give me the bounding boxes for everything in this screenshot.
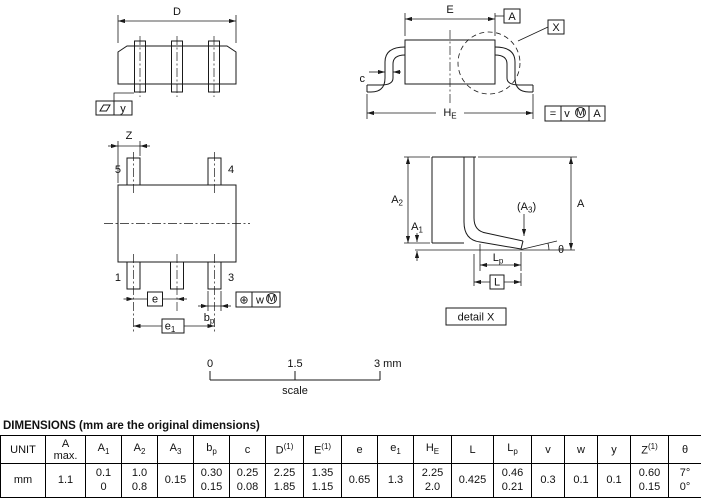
flatness-icon [99,104,111,112]
pin-1-label: 1 [115,272,121,284]
dim-label-e-pitch: e [152,294,158,306]
col-l: L [451,435,494,464]
dim-label-c: c [360,73,366,85]
col-unit: UNIT [0,435,46,464]
flatness-value: y [120,103,126,115]
dim-label-z: Z [126,130,133,142]
dim-label-bp: bp [204,312,215,326]
dimensions-title: DIMENSIONS (mm are the original dimensio… [3,420,260,432]
dim-label-lp: Lp [493,252,504,266]
val-unit: mm [0,463,46,498]
material-condition-icon [266,293,277,304]
material-condition-m: M [576,107,585,119]
col-a2: A2 [121,435,158,464]
dim-label-a2: A2 [391,194,403,208]
dim-label-e-upper: E [446,4,453,16]
w-tolerance-value: w [255,295,264,307]
val-a3: 0.15 [157,463,194,498]
scale-tick-max: 3 mm [374,358,402,370]
top-view: 5 4 1 3 Z e bp ⊕ w M e1 [104,130,281,335]
col-v: v [531,435,565,464]
detail-caption: detail X [458,312,495,324]
material-condition-icon [575,107,586,118]
col-a1: A1 [85,435,122,464]
pin-3-label: 3 [228,272,234,284]
col-d: D(1) [265,435,304,464]
scale-bar: 0 1.5 3 mm scale [207,358,402,397]
detail-zone-circle [457,31,521,95]
col-e1: e1 [377,435,414,464]
val-theta: 7°0° [668,463,701,498]
side-view: D y [95,6,237,116]
v-tolerance-value: v [564,108,570,120]
col-e-pitch: e [341,435,378,464]
pin-4-label: 4 [228,164,234,176]
dim-label-a3: (A3) [517,201,536,215]
dim-label-d: D [173,6,181,18]
col-w: w [564,435,598,464]
scale-label: scale [282,385,308,397]
package-outline-drawing: D y E A X c [95,4,606,397]
col-z: Z(1) [630,435,669,464]
symmetry-symbol-icon: = [550,108,556,120]
val-a-max: 1.1 [45,463,86,498]
col-a3: A3 [157,435,194,464]
col-c: c [229,435,266,464]
dim-label-theta: θ [558,244,564,256]
position-symbol-icon: ⊕ [239,295,248,307]
scale-tick-mid: 1.5 [287,358,302,370]
detail-view: A2 A1 A (A3) θ Lp L detail X [391,156,585,326]
dim-label-a1: A1 [411,221,423,235]
col-theta: θ [668,435,701,464]
val-w: 0.1 [564,463,598,498]
scale-tick-0: 0 [207,358,213,370]
col-he: HE [413,435,452,464]
col-bp: bp [193,435,230,464]
val-l: 0.425 [451,463,494,498]
datum-a-label: A [508,11,516,23]
val-y: 0.1 [597,463,631,498]
col-e-upper: E(1) [303,435,342,464]
col-lp: Lp [493,435,532,464]
dim-label-e1: e1 [165,321,176,335]
dim-label-l: L [494,277,500,289]
material-condition-m: M [267,293,276,305]
col-y: y [597,435,631,464]
dim-label-he: HE [443,107,456,121]
tolerance-datum-a: A [593,108,601,120]
val-e1: 1.3 [377,463,414,498]
val-e-pitch: 0.65 [341,463,378,498]
val-v: 0.3 [531,463,565,498]
dim-label-a: A [577,198,585,210]
detail-x-ref: X [552,22,560,34]
end-view: E A X c HE = v M A [360,4,606,122]
